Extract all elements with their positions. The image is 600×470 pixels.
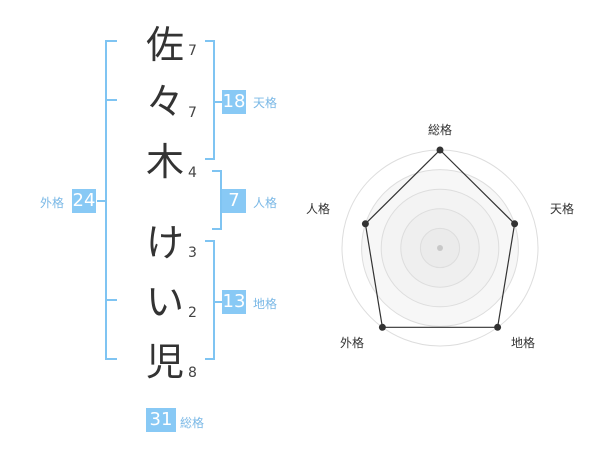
radar-point-jinkaku — [361, 220, 369, 228]
name-char-5: い — [145, 280, 184, 324]
tenkaku-value: 18 — [222, 90, 246, 114]
radar-point-gaikaku — [378, 323, 386, 331]
soukaku-value: 31 — [146, 408, 176, 432]
stroke-count-5: 2 — [188, 305, 197, 321]
name-char-3: 木 — [145, 140, 184, 184]
radar-point-soukaku — [436, 146, 444, 154]
chikaku-bracket-bottom — [205, 358, 215, 360]
gaikaku-value: 24 — [72, 189, 96, 213]
radar-label-tenkaku: 天格 — [550, 202, 575, 216]
radar-label-soukaku: 総格 — [428, 123, 453, 137]
name-char-1: 佐 — [145, 23, 184, 67]
jinkaku-bracket-bottom — [212, 228, 222, 230]
chikaku-bracket-stub — [215, 301, 223, 303]
chikaku-label: 地格 — [253, 297, 278, 311]
radar-points — [361, 146, 519, 331]
soukaku-label: 総格 — [180, 416, 205, 430]
chikaku-bracket-top — [205, 240, 215, 242]
radar-label-chikaku: 地格 — [511, 336, 536, 350]
jinkaku-value: 7 — [222, 189, 246, 213]
chikaku-value: 13 — [222, 290, 246, 314]
gaikaku-label: 外格 — [40, 196, 65, 210]
name-char-4: け — [145, 221, 184, 265]
gaikaku-bracket-tick-1 — [105, 99, 117, 101]
tenkaku-bracket-bottom — [205, 158, 215, 160]
stroke-count-4: 3 — [188, 245, 197, 261]
gaikaku-bracket-bottom — [105, 358, 117, 360]
gaikaku-bracket-stub — [97, 200, 105, 202]
tenkaku-bracket-stub — [215, 101, 223, 103]
tenkaku-bracket-vertical — [213, 40, 215, 160]
gaikaku-bracket-vertical — [105, 40, 107, 360]
stroke-count-2: 7 — [188, 105, 197, 121]
gaikaku-bracket-top — [105, 40, 117, 42]
radar-polygon — [364, 149, 516, 328]
jinkaku-bracket-top — [212, 170, 222, 172]
radar-label-gaikaku: 外格 — [340, 336, 365, 350]
stroke-count-3: 4 — [188, 165, 197, 181]
tenkaku-bracket-top — [205, 40, 215, 42]
stroke-count-1: 7 — [188, 43, 197, 59]
jinkaku-bracket-vertical — [220, 170, 222, 230]
radar-label-jinkaku: 人格 — [306, 202, 331, 216]
radar-point-chikaku — [494, 323, 502, 331]
stroke-count-6: 8 — [188, 365, 197, 381]
name-char-2: 々 — [145, 80, 184, 124]
jinkaku-label: 人格 — [253, 196, 278, 210]
chikaku-bracket-vertical — [213, 240, 215, 360]
tenkaku-label: 天格 — [253, 96, 278, 110]
name-char-6: 児 — [145, 340, 184, 384]
radar-center-dot — [437, 245, 443, 251]
radar-point-tenkaku — [511, 220, 519, 228]
gaikaku-bracket-tick-2 — [105, 299, 117, 301]
